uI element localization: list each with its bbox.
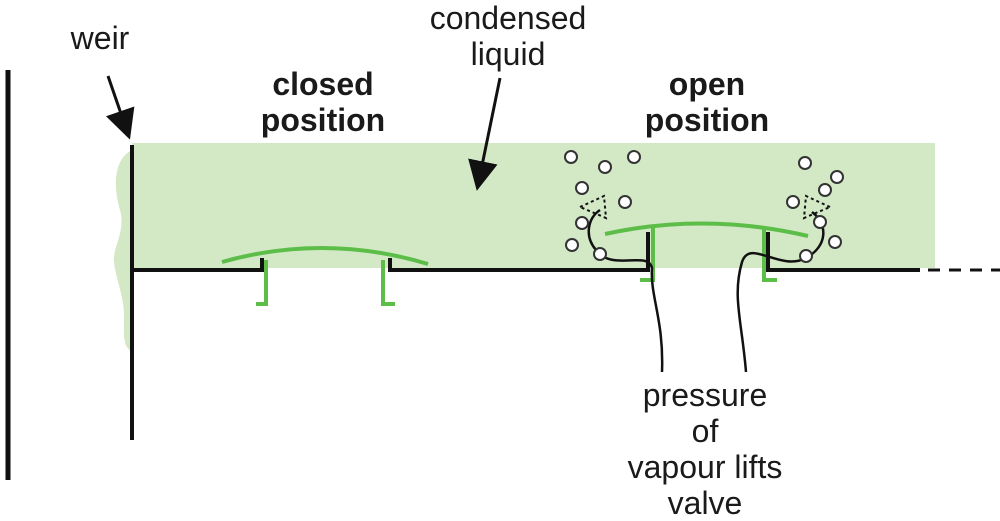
bubble	[818, 183, 832, 197]
pressure-note-line1: pressure	[642, 377, 768, 413]
open-valve-cap	[604, 221, 809, 238]
tray-plate-right	[766, 232, 920, 272]
bubble	[828, 235, 842, 249]
liquid-pointer-arrow	[468, 77, 502, 191]
closed-position-label: closed position	[238, 66, 408, 138]
closed-valve-leg-right	[381, 260, 395, 306]
pressure-note-line4: valve	[667, 485, 743, 521]
open-position-label-line1: open	[668, 66, 746, 102]
bubble	[830, 170, 844, 184]
condensed-liquid-label-line1: condensed	[429, 0, 587, 36]
condensed-liquid-label-line2: liquid	[470, 36, 546, 72]
bubble	[618, 195, 632, 209]
open-position-label-line2: position	[644, 102, 770, 138]
open-valve-leg-right	[762, 228, 777, 282]
vapour-path-right	[736, 211, 825, 373]
pressure-note-line2: of	[691, 413, 719, 449]
bubble	[798, 156, 812, 170]
vapour-arrowhead-left	[577, 194, 608, 220]
bubble	[565, 238, 579, 252]
vapour-arrowhead-right	[802, 194, 833, 220]
vapour-bubbles	[564, 150, 844, 263]
open-position-label: open position	[622, 66, 792, 138]
condensed-liquid-layer	[132, 143, 935, 268]
closed-valve-cap	[221, 246, 429, 266]
bubble	[627, 150, 641, 164]
tray-plate-left	[132, 258, 264, 272]
pressure-note-label: pressure of vapour lifts valve	[585, 377, 825, 521]
condensed-liquid-label: condensed liquid	[408, 0, 608, 72]
pressure-note-line3: vapour lifts	[627, 449, 783, 485]
bubble	[813, 215, 827, 229]
valve-tray-diagram	[5, 70, 1000, 480]
tray-plate-mid	[388, 232, 650, 272]
bubble	[564, 150, 578, 164]
weir-pointer-arrow	[105, 75, 135, 140]
bubble	[575, 181, 589, 195]
weir-label: weir	[70, 20, 130, 56]
closed-position-label-line2: position	[260, 102, 386, 138]
bubble	[593, 247, 607, 261]
downcomer-liquid	[113, 150, 132, 352]
closed-valve-leg-left	[256, 260, 268, 306]
closed-position-label-line1: closed	[272, 66, 374, 102]
vapour-path-left	[587, 208, 664, 373]
bubble	[575, 216, 589, 230]
bubble	[786, 195, 800, 209]
bubble	[598, 160, 612, 174]
bubble	[799, 249, 813, 263]
